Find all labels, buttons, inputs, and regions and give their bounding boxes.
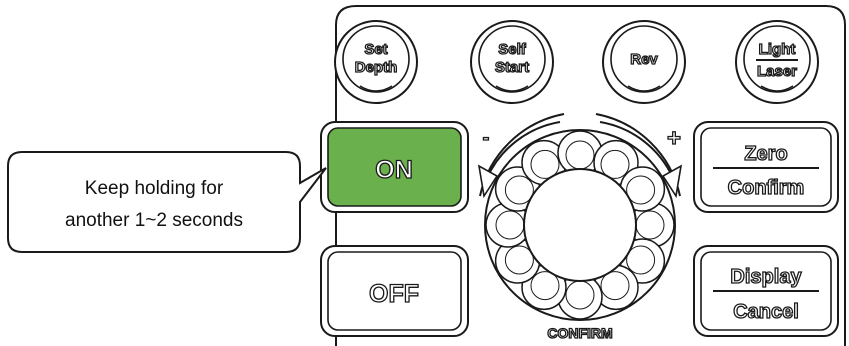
on-button[interactable]: ON xyxy=(320,121,469,213)
light-label: Light xyxy=(759,41,796,58)
off-label: OFF xyxy=(369,280,419,308)
cancel-label: Cancel xyxy=(733,301,799,323)
set-depth-label-line1: Set xyxy=(364,41,387,58)
self-start-label-line1: Self xyxy=(498,41,527,58)
knob-grip-bump-inner xyxy=(504,175,534,205)
on-label: ON xyxy=(375,156,413,184)
knob-plus-sign: + xyxy=(667,125,681,152)
display-cancel-button[interactable]: Display Cancel xyxy=(693,245,839,337)
knob-grip-bump-inner xyxy=(530,149,560,179)
knob-confirm-label: CONFIRM xyxy=(547,325,612,341)
light-laser-button[interactable]: Light Laser xyxy=(735,20,819,104)
knob-left-arc-arrow-icon xyxy=(486,121,561,179)
callout-bubble xyxy=(7,151,327,253)
knob-grip-bumps xyxy=(485,130,675,320)
callout-text-line1: Keep holding for xyxy=(85,178,224,199)
instruction-callout: Keep holding for another 1~2 seconds xyxy=(7,151,327,253)
knob-grip-bump-inner xyxy=(626,245,656,275)
rotary-knob[interactable]: - + CONFIRM xyxy=(477,113,683,342)
self-start-label-line2: Start xyxy=(495,59,529,76)
set-depth-label-line2: Depth xyxy=(355,59,398,76)
rev-label: Rev xyxy=(630,51,658,68)
self-start-button[interactable]: Self Start xyxy=(470,20,554,104)
knob-grip-bump-inner xyxy=(530,271,560,301)
rev-button[interactable]: Rev xyxy=(602,20,686,104)
knob-minus-sign: - xyxy=(483,127,490,149)
knob-right-arc-arrow-icon xyxy=(599,121,674,179)
knob-center xyxy=(523,168,637,282)
set-depth-button[interactable]: Set Depth xyxy=(334,20,418,104)
knob-grip-bump-inner xyxy=(626,175,656,205)
confirm-label: Confirm xyxy=(728,177,805,199)
display-label: Display xyxy=(730,266,802,288)
knob-grip-bump-inner xyxy=(504,245,534,275)
zero-label: Zero xyxy=(744,143,787,165)
knob-grip-bump-inner xyxy=(600,271,630,301)
knob-grip-bump-inner xyxy=(600,149,630,179)
off-button[interactable]: OFF xyxy=(320,245,469,337)
callout-text-line2: another 1~2 seconds xyxy=(65,210,243,231)
zero-confirm-button[interactable]: Zero Confirm xyxy=(693,121,839,213)
laser-label: Laser xyxy=(757,63,797,80)
